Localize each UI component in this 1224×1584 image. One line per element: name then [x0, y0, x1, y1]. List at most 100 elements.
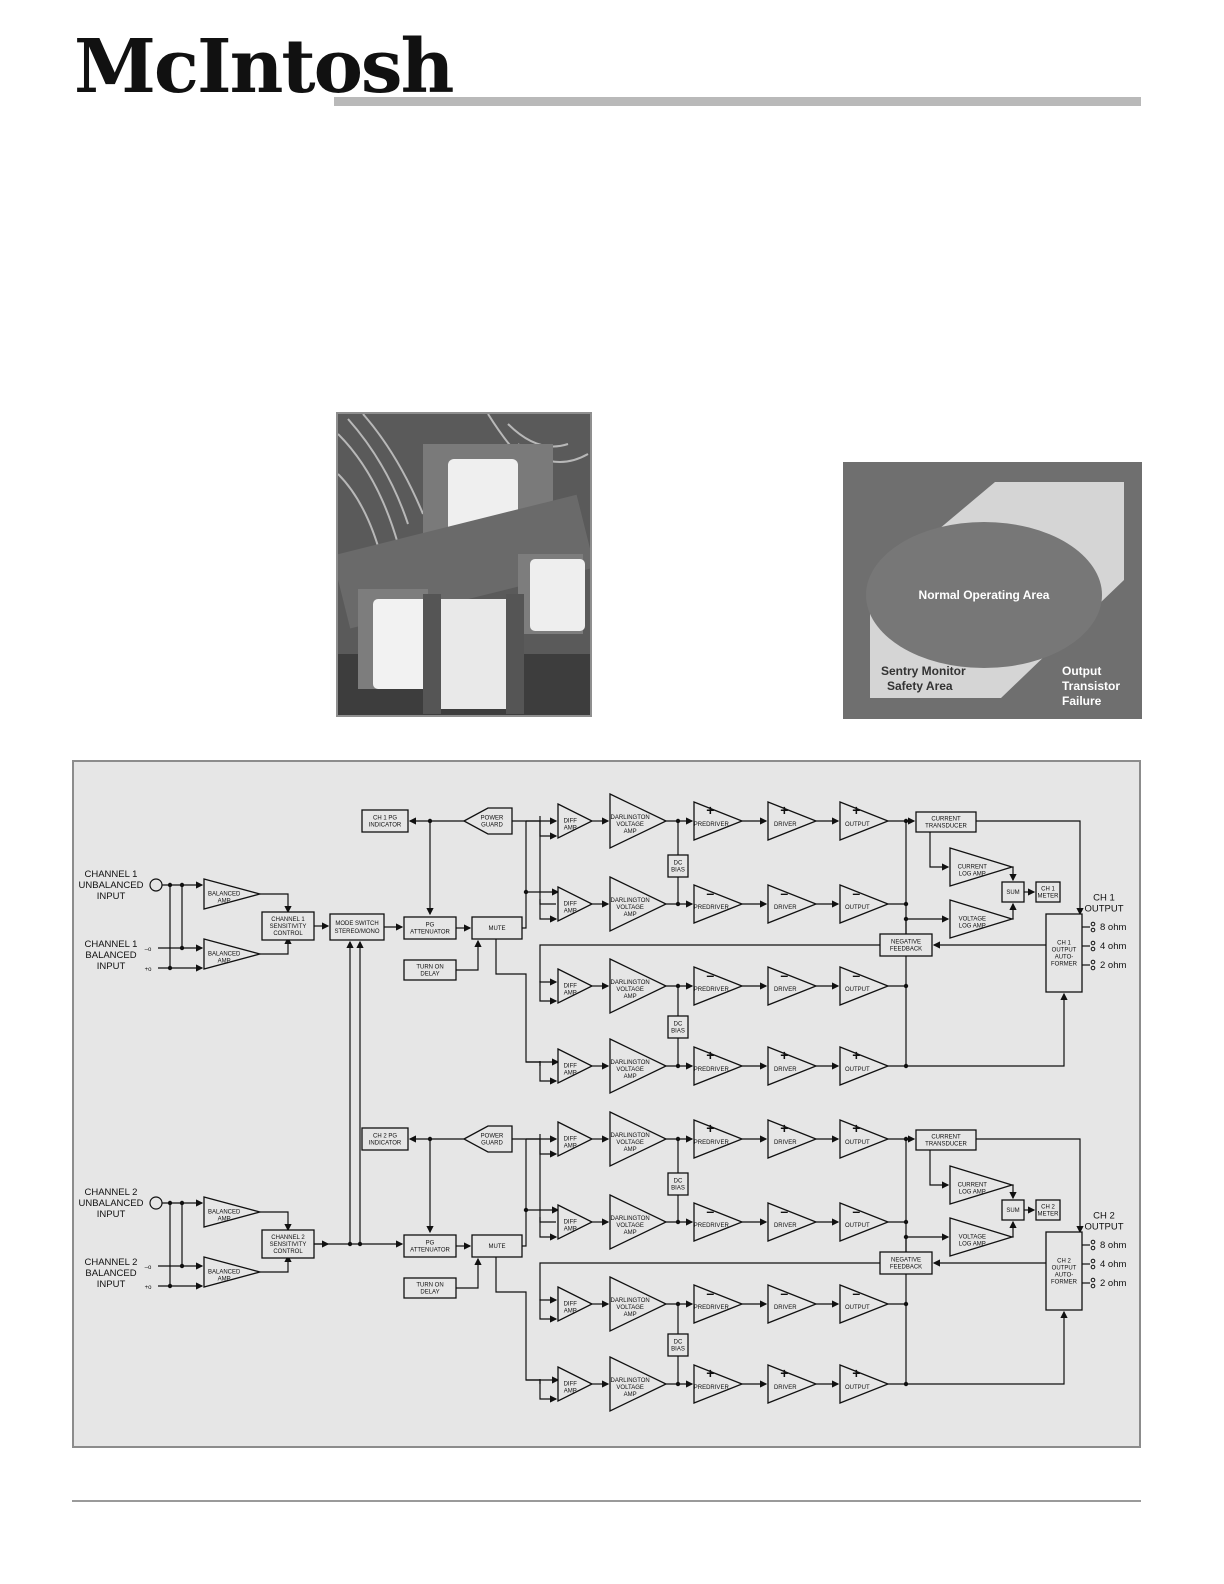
junction-dot — [903, 916, 909, 922]
signal-wire — [976, 820, 1084, 916]
brand-text: McIntosh — [74, 24, 454, 110]
output-3-shape — [839, 1284, 890, 1324]
block-label: DC — [674, 861, 683, 867]
output-2: OUTPUT– — [839, 1202, 890, 1242]
junction-dot — [427, 1136, 433, 1142]
output-tap-label: 2 ohm — [1100, 960, 1126, 971]
predriver-4-sign: + — [706, 1365, 714, 1381]
predriver-4: PREDRIVER+ — [693, 1046, 744, 1086]
block-label: GUARD — [481, 823, 503, 829]
input-label: BALANCED — [85, 1268, 136, 1279]
block-label: OUTPUT — [845, 905, 870, 911]
block-label: DRIVER — [774, 1223, 797, 1229]
meter-rect — [1035, 881, 1061, 903]
normal-area-ellipse — [866, 522, 1102, 668]
signal-wire — [539, 944, 880, 986]
output-4-shape — [839, 1364, 890, 1404]
block-label: AMP — [564, 1227, 577, 1233]
block-label: PG — [426, 923, 435, 929]
output-1-sign: + — [852, 1120, 860, 1136]
block-label: DRIVER — [774, 987, 797, 993]
block-label: AMP — [218, 1217, 231, 1223]
block-label: AMP — [218, 899, 231, 905]
diff-amp-3-shape — [557, 967, 594, 1005]
block-label: VOLTAGE — [616, 905, 643, 911]
block-label: AUTO- — [1055, 1273, 1074, 1279]
darlington-amp-4-shape — [609, 1037, 668, 1095]
driver-4: DRIVER + — [767, 1046, 818, 1086]
block-label: BALANCED — [208, 892, 241, 898]
block-label: DC — [674, 1179, 683, 1185]
block-label: BALANCED — [208, 952, 241, 958]
sentry-label-2: Safety Area — [887, 679, 953, 693]
junction-dot — [903, 983, 909, 989]
diff-amp-4-shape — [557, 1365, 594, 1403]
block-label: PREDRIVER — [694, 905, 730, 911]
block-label: MUTE — [489, 926, 506, 932]
soa-drawing: Normal Operating Area Sentry Monitor Saf… — [843, 462, 1142, 719]
block-label: OUTPUT — [845, 987, 870, 993]
output-2-sign: – — [852, 885, 860, 901]
junction-dot — [179, 1200, 185, 1206]
signal-wire — [260, 936, 292, 955]
block-label: OUTPUT — [845, 1140, 870, 1146]
output-terminal — [1090, 1264, 1096, 1270]
block-label: DARLINGTON — [611, 1378, 650, 1384]
signal-wire — [456, 939, 482, 971]
block-label: PREDRIVER — [694, 1385, 730, 1391]
signal-wire — [539, 1299, 558, 1323]
block-label: DRIVER — [774, 1140, 797, 1146]
signal-wire — [456, 1257, 482, 1289]
predriver-2-sign: – — [706, 885, 714, 901]
driver-1: DRIVER+ — [767, 801, 818, 841]
big: CH 1 — [1093, 893, 1115, 904]
current-transducer-rect — [915, 811, 977, 833]
block-label: AMP — [564, 1144, 577, 1150]
block-label: DIFF — [564, 1382, 578, 1388]
block-label: OUTPUT — [845, 822, 870, 828]
output-tap-label: 8 ohm — [1100, 922, 1126, 933]
signal-wire — [539, 981, 558, 1005]
sum: SUM — [1001, 1199, 1025, 1221]
block-label: INDICATOR — [369, 823, 402, 829]
block-label: BALANCED — [208, 1210, 241, 1216]
output-2-shape — [839, 1202, 890, 1242]
junction-dot — [167, 965, 173, 971]
block-label: AMP — [624, 1074, 637, 1080]
block-label: VOLTAGE — [616, 1385, 643, 1391]
pg-indicator-rect — [361, 1127, 409, 1151]
predriver-3-shape — [693, 1284, 744, 1324]
output-4-sign: + — [852, 1365, 860, 1381]
sentry-label-1: Sentry Monitor — [881, 664, 966, 678]
autoformer-photo — [336, 412, 592, 717]
block-label: DRIVER — [774, 1067, 797, 1073]
predriver-2-shape — [693, 884, 744, 924]
driver-4-sign: + — [780, 1047, 788, 1063]
junction-dot — [179, 945, 185, 951]
autoformer-rect — [1045, 913, 1083, 993]
output-tap-label: 2 ohm — [1100, 1278, 1126, 1289]
block-label: PREDRIVER — [694, 1067, 730, 1073]
block-label: AMP — [564, 826, 577, 832]
darlington-amp-2-shape — [609, 1193, 668, 1251]
predriver-1: PREDRIVER+ — [693, 1119, 744, 1159]
autoformer-rect — [1045, 1231, 1083, 1311]
signal-wire — [539, 1061, 558, 1085]
junction-dot — [347, 1241, 353, 1247]
block-label: CONTROL — [273, 931, 303, 937]
